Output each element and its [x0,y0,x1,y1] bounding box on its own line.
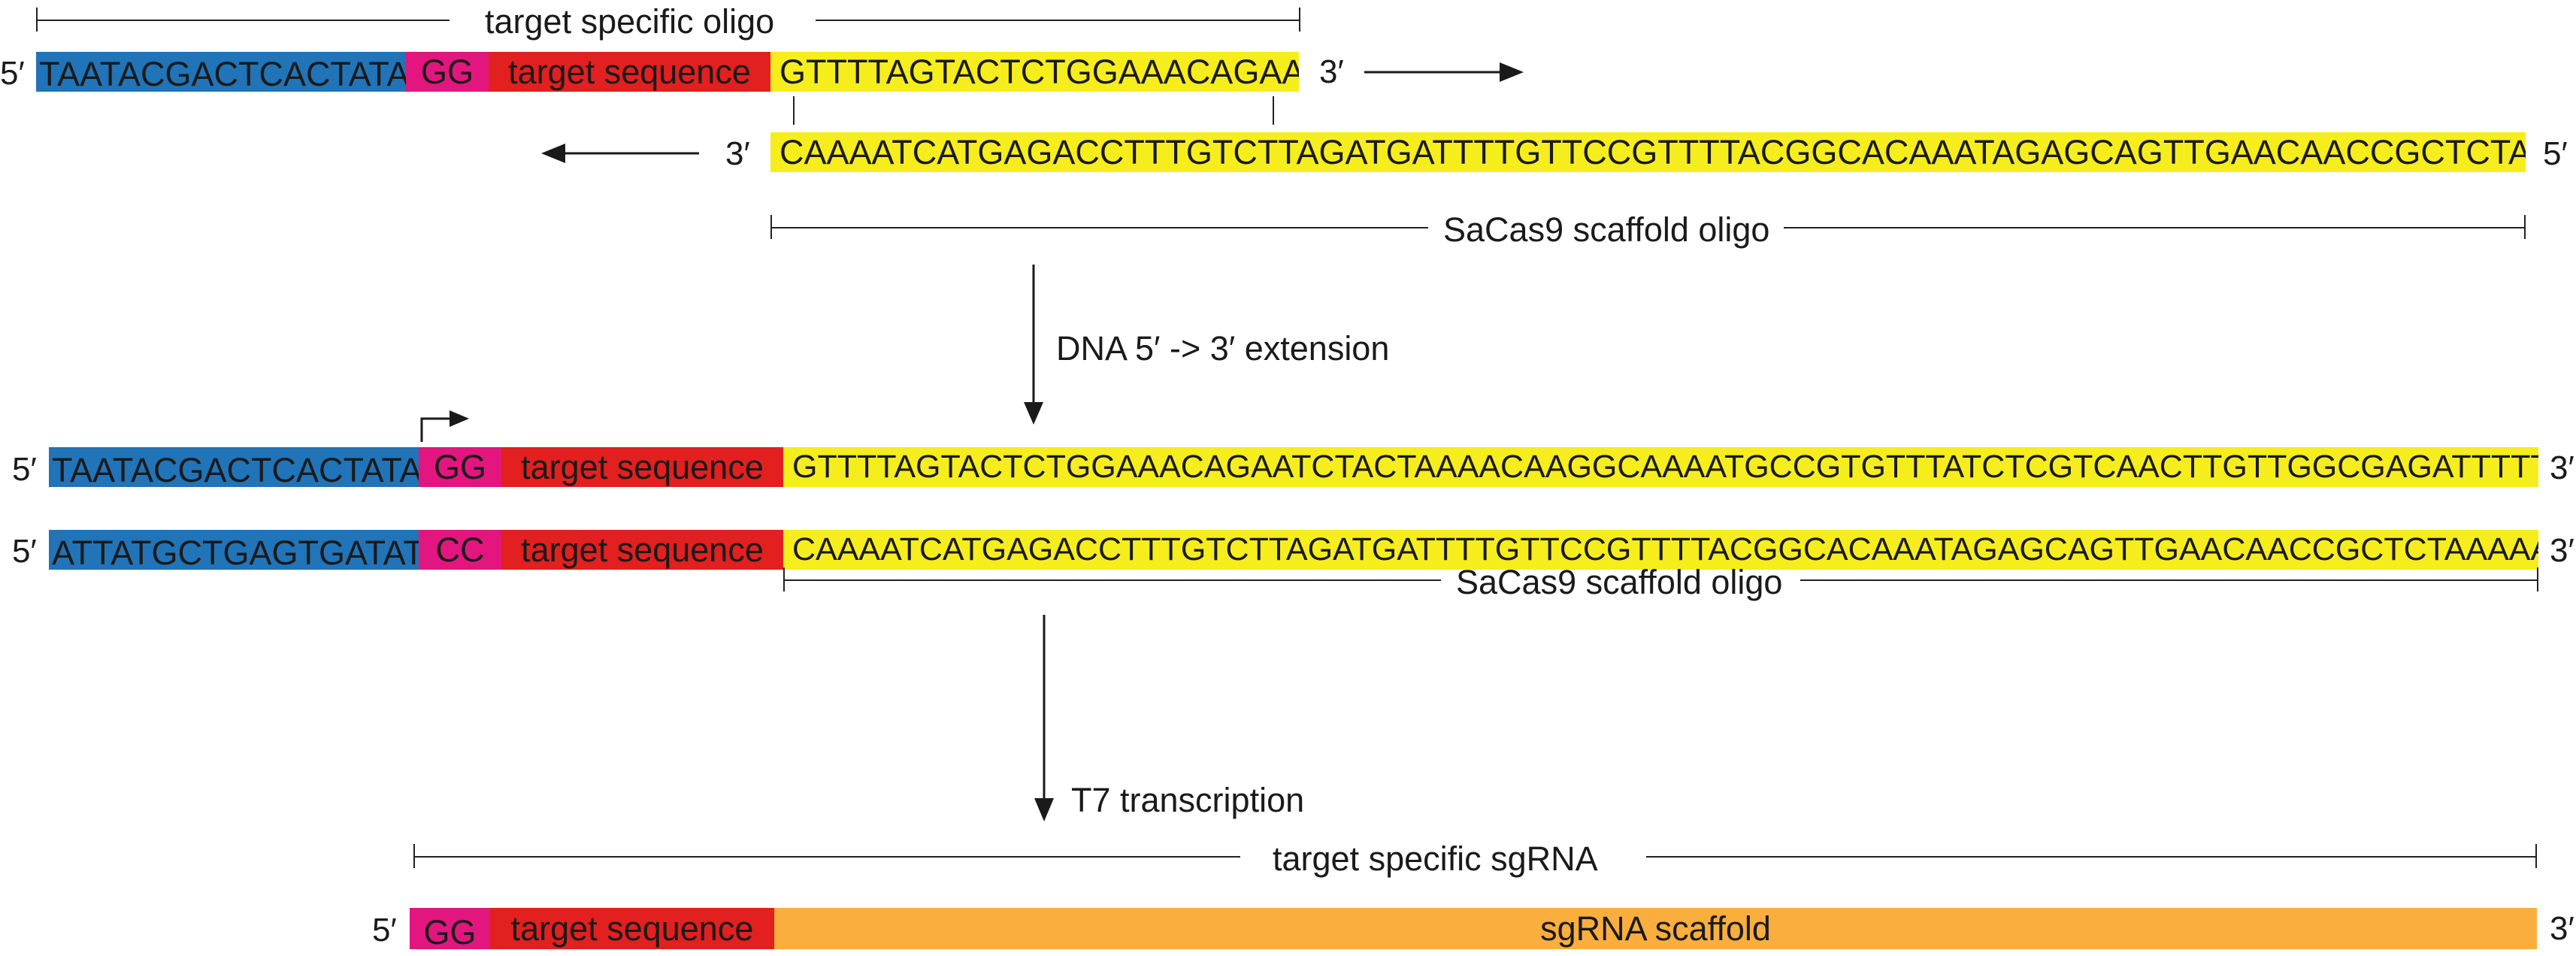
scaffold-oligo-sequence: CAAAATCATGAGACCTTTGTCTTAGATGATTTTGTTCCGT… [779,133,2526,171]
target-sequence-segment: target sequence [501,530,783,570]
target-sequence-segment: target sequence [489,52,770,92]
target-specific-sgrna-label: target specific sgRNA [1273,840,1598,878]
arrow-left-icon [541,144,699,163]
hybridization-tick-left [793,96,795,125]
gg-segment: GG [410,908,490,949]
gg-label: GG [433,448,486,486]
bracket-line-left [783,579,1441,581]
scaffold-sequence: CAAAATCATGAGACCTTTGTCTTAGATGATTTTGTTCCGT… [792,531,2538,567]
t7-promoter-segment: TAATACGACTCACTATA [36,52,406,92]
t7-promoter-sequence: TAATACGACTCACTATA [52,451,419,487]
three-prime-end-label: 3′ [2550,910,2574,947]
bracket-line-left [36,20,450,21]
sgrna-scaffold-label: sgRNA scaffold [1540,909,1771,948]
scaffold-overlap-sequence: GTTTTAGTACTCTGGAAACAGAA [779,53,1299,91]
t7-promoter-sequence: TAATACGACTCACTATA [39,55,406,92]
bracket-tick-right [1299,8,1300,32]
target-sequence-label: target sequence [521,531,764,569]
five-prime-end-label: 5′ [0,55,25,92]
scaffold-sequence: GTTTTAGTACTCTGGAAACAGAATCTACTAAAACAAGGCA… [792,449,2538,485]
five-prime-end-label: 5′ [372,912,397,948]
bracket-line-left [413,856,1240,858]
hybridization-tick-right [1273,96,1274,125]
cc-label: CC [435,531,485,569]
target-sequence-label: target sequence [521,448,764,486]
transcription-step-label: T7 transcription [1071,781,1305,819]
cc-segment: CC [419,530,501,570]
scaffold-segment: CAAAATCATGAGACCTTTGTCTTAGATGATTTTGTTCCGT… [783,530,2538,570]
sacas9-scaffold-oligo-label: SaCas9 scaffold oligo [1443,210,1770,249]
arrow-right-icon [1364,62,1524,82]
t7-promoter-complement-sequence: ATTATGCTGAGTGATAT [52,534,419,570]
bracket-line-right [1800,579,2538,581]
three-prime-end-label: 3′ [2550,449,2574,486]
bracket-tick-right [2524,215,2526,239]
sgrna-scaffold-segment: sgRNA scaffold [774,908,2537,949]
target-sequence-label: target sequence [510,909,754,948]
transcription-start-arrow-icon [420,410,469,442]
sacas9-scaffold-oligo-label: SaCas9 scaffold oligo [1456,563,1783,601]
gg-label: GG [423,913,477,949]
arrow-down-icon [1024,265,1043,425]
target-sequence-label: target sequence [508,53,751,91]
gg-segment: GG [406,52,489,92]
t7-promoter-segment: TAATACGACTCACTATA [49,447,419,487]
bracket-line-right [1646,856,2537,858]
scaffold-overlap-segment: GTTTTAGTACTCTGGAAACAGAA [770,52,1299,92]
target-specific-oligo-label: target specific oligo [485,2,775,41]
bracket-tick-right [2535,844,2537,868]
five-prime-end-label: 5′ [2543,135,2568,172]
five-prime-end-label: 5′ [12,451,37,488]
bracket-line-right [1784,227,2526,228]
three-prime-end-label: 3′ [2550,532,2574,569]
three-prime-end-label: 3′ [725,135,750,172]
extension-step-label: DNA 5′ -> 3′ extension [1056,329,1390,368]
scaffold-segment: GTTTTAGTACTCTGGAAACAGAATCTACTAAAACAAGGCA… [783,447,2538,487]
target-sequence-segment: target sequence [501,447,783,487]
t7-promoter-complement-segment: ATTATGCTGAGTGATAT [49,530,419,570]
five-prime-end-label: 5′ [12,533,37,570]
target-sequence-segment: target sequence [490,908,774,949]
three-prime-end-label: 3′ [1319,53,1344,90]
bracket-tick-right [2537,567,2538,591]
bracket-line-right [816,20,1300,21]
scaffold-oligo-segment: CAAAATCATGAGACCTTTGTCTTAGATGATTTTGTTCCGT… [770,132,2526,172]
bracket-line-left [770,227,1428,228]
arrow-down-icon [1034,615,1054,821]
gg-label: GG [420,53,474,91]
gg-segment: GG [419,447,501,487]
